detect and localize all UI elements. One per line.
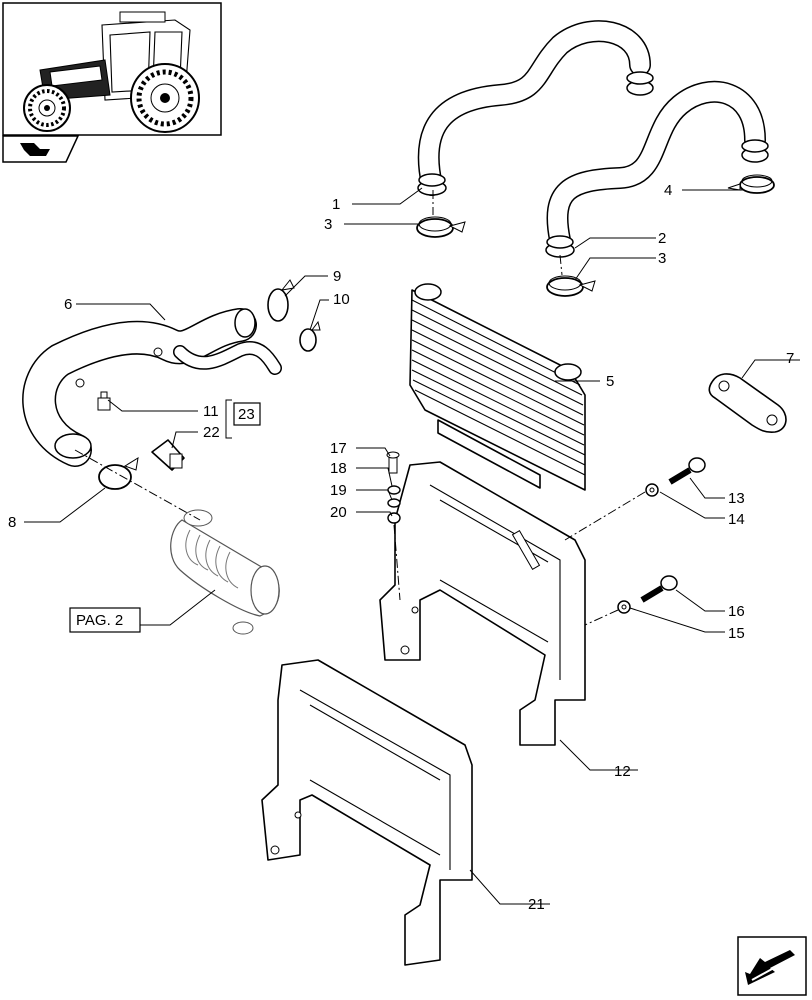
callout-12: 12	[614, 763, 631, 780]
callout-19: 19	[330, 482, 347, 499]
section-arrow-icon	[2, 135, 80, 163]
callout-3: 3	[324, 216, 332, 233]
callout-3: 3	[658, 250, 666, 267]
callout-14: 14	[728, 511, 745, 528]
callout-23-box: 23	[233, 402, 261, 426]
callout-5: 5	[606, 373, 614, 390]
washer-icon	[617, 600, 631, 614]
intercooler-hose-upper	[417, 20, 654, 196]
sensor-connector	[151, 439, 185, 471]
next-page-arrow-icon[interactable]	[737, 936, 807, 996]
callout-7: 7	[786, 350, 794, 367]
bolt-icon	[640, 575, 678, 603]
callout-18: 18	[330, 460, 347, 477]
callout-22: 22	[203, 424, 220, 441]
hose-clamp-icon	[727, 174, 775, 194]
callout-10: 10	[333, 291, 350, 308]
tractor-thumbnail-icon	[2, 2, 222, 136]
callout-17: 17	[330, 440, 347, 457]
callout-1: 1	[332, 196, 340, 213]
callout-13: 13	[728, 490, 745, 507]
air-filter-reference	[74, 449, 280, 635]
hose-clamp-icon	[267, 279, 295, 322]
callout-23: 23	[238, 406, 255, 423]
hose-clamp-icon	[299, 320, 321, 352]
callout-16: 16	[728, 603, 745, 620]
callout-11: 11	[203, 403, 219, 420]
washer-icon	[645, 483, 659, 497]
callout-20: 20	[330, 504, 347, 521]
callout-labels: 1 3 2 3 4 6 7 5 8 9 10 11 22 12 13 14 16…	[8, 182, 794, 913]
callout-2: 2	[658, 230, 666, 247]
support-plate	[708, 373, 787, 433]
lower-support-frame	[261, 659, 473, 966]
temperature-sensor	[97, 391, 111, 411]
page-reference-box[interactable]: PAG. 2	[69, 607, 141, 633]
hose-clamp-icon	[546, 275, 596, 297]
air-intake-hose	[22, 308, 282, 467]
intercooler-core	[409, 283, 586, 491]
leader-lines	[24, 187, 800, 905]
radiator-support-frame	[379, 461, 586, 746]
callout-4: 4	[664, 182, 672, 199]
intercooler-hose-lower	[545, 80, 769, 258]
callout-8: 8	[8, 514, 16, 531]
callout-21: 21	[528, 896, 545, 913]
page-reference-label: PAG. 2	[76, 612, 123, 629]
hose-clamp-icon	[98, 456, 139, 490]
fastener-stack	[386, 451, 401, 524]
callout-9: 9	[333, 268, 341, 285]
hose-clamp-icon	[416, 216, 466, 238]
callout-15: 15	[728, 625, 745, 642]
bolt-icon	[668, 457, 706, 485]
callout-6: 6	[64, 296, 72, 313]
